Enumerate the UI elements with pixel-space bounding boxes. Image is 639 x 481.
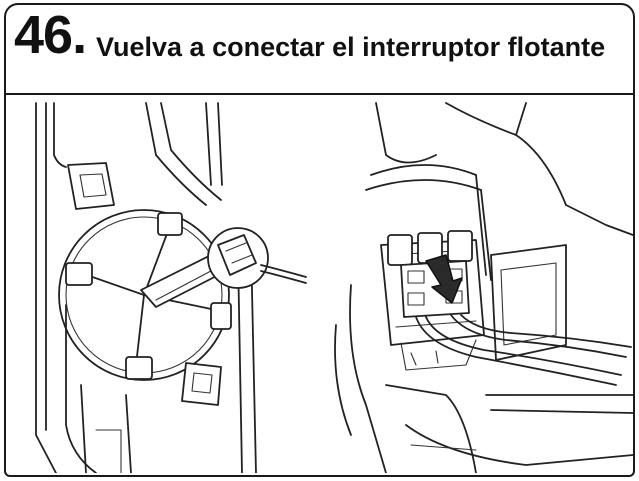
step-title: Vuelva a conectar el interruptor flotant… — [96, 32, 606, 62]
instruction-card: 46. Vuelva a conectar el interruptor flo… — [4, 3, 635, 477]
illustration-svg — [35, 102, 633, 473]
float-switch-assembly — [35, 102, 307, 473]
arrow-down-icon — [425, 254, 463, 304]
step-illustration — [6, 95, 633, 475]
connector-reattach — [334, 102, 633, 473]
step-number: 46. — [14, 5, 87, 65]
step-header: 46. Vuelva a conectar el interruptor flo… — [6, 5, 633, 95]
